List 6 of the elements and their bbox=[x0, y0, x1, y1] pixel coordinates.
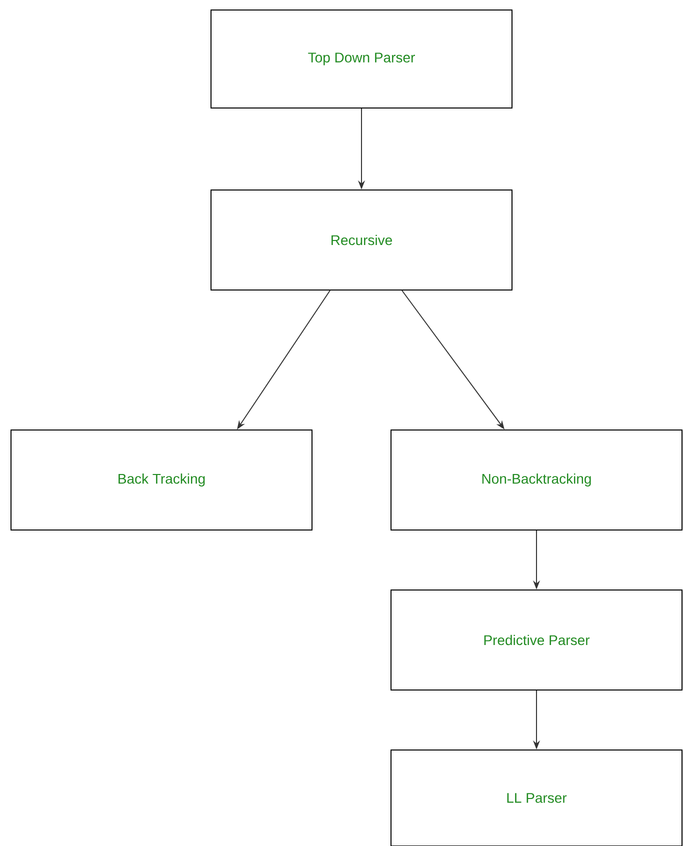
process-box: Back Tracking bbox=[10, 430, 312, 530]
process-box: LL Parser bbox=[390, 750, 682, 846]
process-box: Non-Backtracking bbox=[390, 430, 682, 530]
process-box: Recursive bbox=[210, 190, 512, 290]
process-box: Predictive Parser bbox=[390, 590, 682, 690]
process-box: Top Down Parser bbox=[210, 10, 512, 108]
